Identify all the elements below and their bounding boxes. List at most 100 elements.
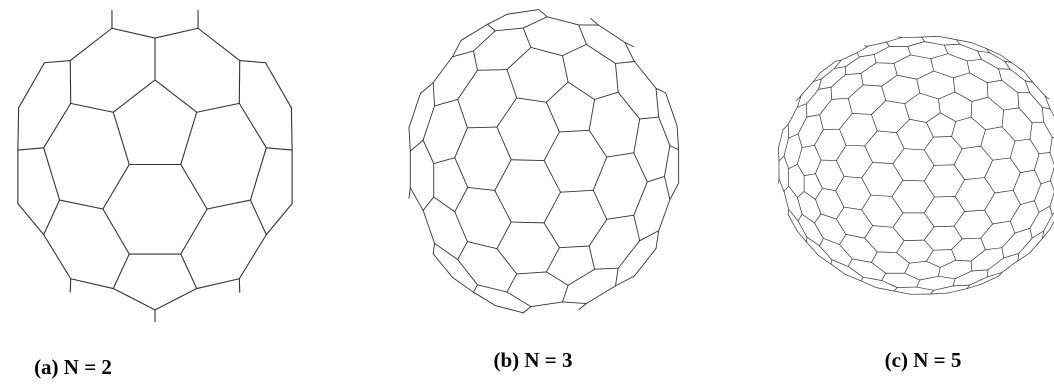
- cell-edge: [843, 206, 862, 211]
- cell-edge: [1043, 214, 1053, 232]
- cell-edge: [1041, 106, 1045, 123]
- cell-edge: [783, 137, 789, 157]
- cell-edge: [615, 267, 619, 287]
- cell-edge: [951, 121, 957, 137]
- cell-edge: [801, 144, 815, 148]
- cell-edge: [892, 212, 904, 228]
- cell-edge: [893, 287, 898, 292]
- cell-edge: [815, 173, 823, 189]
- cell-edge: [516, 271, 547, 275]
- cell-edge: [1029, 138, 1040, 155]
- cell-edge: [952, 77, 956, 93]
- cell-edge: [112, 287, 156, 311]
- cell-edge: [1004, 60, 1011, 70]
- cell-edge: [633, 214, 641, 242]
- cell-edge: [916, 70, 935, 80]
- cell-edge: [907, 46, 911, 56]
- cell-edge: [987, 96, 1005, 111]
- cell-edge: [924, 41, 945, 46]
- cell-edge: [947, 288, 968, 294]
- cell-edge: [904, 262, 910, 274]
- cell-edge: [831, 259, 849, 267]
- cell-edge: [916, 78, 921, 94]
- cell-edge: [432, 253, 453, 278]
- cell-edge: [909, 260, 927, 264]
- cell-edge: [819, 114, 824, 130]
- cell-edge: [473, 30, 496, 52]
- cell-edge: [870, 194, 893, 197]
- cell-edge: [966, 60, 970, 74]
- cell-edge: [835, 190, 845, 208]
- cell-edge: [676, 125, 680, 151]
- cell-edge: [835, 59, 842, 62]
- cell-edge: [1041, 106, 1051, 110]
- cell-edge: [788, 185, 798, 198]
- cell-edge: [977, 50, 982, 60]
- cell-edge: [814, 129, 824, 146]
- cell-edge: [633, 152, 648, 183]
- cell-edge: [951, 249, 957, 261]
- cell-edge: [522, 306, 532, 314]
- cell-edge: [1017, 252, 1030, 262]
- cell-edge: [1049, 137, 1053, 153]
- cell-edge: [102, 208, 130, 255]
- cell-edge: [939, 112, 957, 122]
- cell-edge: [864, 145, 873, 163]
- cell-edge: [871, 114, 878, 132]
- cell-edge: [197, 27, 241, 62]
- cell-edge: [180, 163, 208, 210]
- cell-edge: [851, 113, 872, 115]
- cell-edge: [986, 82, 989, 98]
- cell-edge: [451, 50, 474, 58]
- cell-edge: [180, 111, 198, 166]
- cell-edge: [999, 54, 1012, 63]
- cell-edge: [956, 39, 960, 45]
- cell-edge: [847, 84, 864, 99]
- cell-edge: [606, 214, 635, 220]
- cell-edge: [839, 113, 853, 130]
- cell-edge: [588, 99, 596, 131]
- cell-edge: [783, 191, 789, 210]
- cell-edge: [926, 122, 934, 138]
- cell-edge: [249, 199, 267, 236]
- cell-edge: [839, 234, 847, 245]
- cell-edge: [473, 284, 478, 293]
- cell-edge: [903, 239, 925, 241]
- cell-edge: [959, 43, 978, 52]
- cell-edge: [238, 102, 267, 149]
- cell-edge: [892, 226, 905, 241]
- cell-edge: [938, 267, 941, 277]
- cell-edge: [892, 163, 904, 181]
- cell-edge: [1044, 95, 1050, 100]
- cell-edge: [862, 276, 882, 281]
- cell-edge: [516, 97, 547, 103]
- cell-edge: [939, 259, 957, 268]
- cell-edge: [956, 39, 973, 44]
- cell-edge: [943, 43, 960, 46]
- cell-edge: [797, 220, 808, 238]
- cell-edge: [1009, 68, 1026, 82]
- cell-edge: [585, 285, 616, 304]
- cell-edge: [69, 27, 113, 62]
- cell-edge: [876, 130, 897, 134]
- cell-edge: [1049, 108, 1054, 117]
- cell-edge: [933, 225, 955, 228]
- cell-edge: [964, 177, 985, 180]
- cell-edge: [778, 147, 780, 162]
- cell-edge: [955, 116, 972, 122]
- cell-edge: [844, 274, 862, 282]
- cell-edge: [933, 249, 952, 251]
- cell-edge: [506, 291, 532, 308]
- cell-edge: [961, 145, 982, 150]
- cell-edge: [664, 175, 671, 201]
- cell-edge: [820, 60, 837, 73]
- cell-edge: [578, 24, 587, 45]
- cell-edge: [861, 177, 872, 196]
- cell-edge: [847, 266, 864, 278]
- cell-edge: [783, 155, 789, 170]
- cell-edge: [933, 136, 952, 138]
- cell-edge: [875, 287, 895, 292]
- cell-edge: [422, 105, 435, 141]
- cell-edge: [530, 47, 563, 57]
